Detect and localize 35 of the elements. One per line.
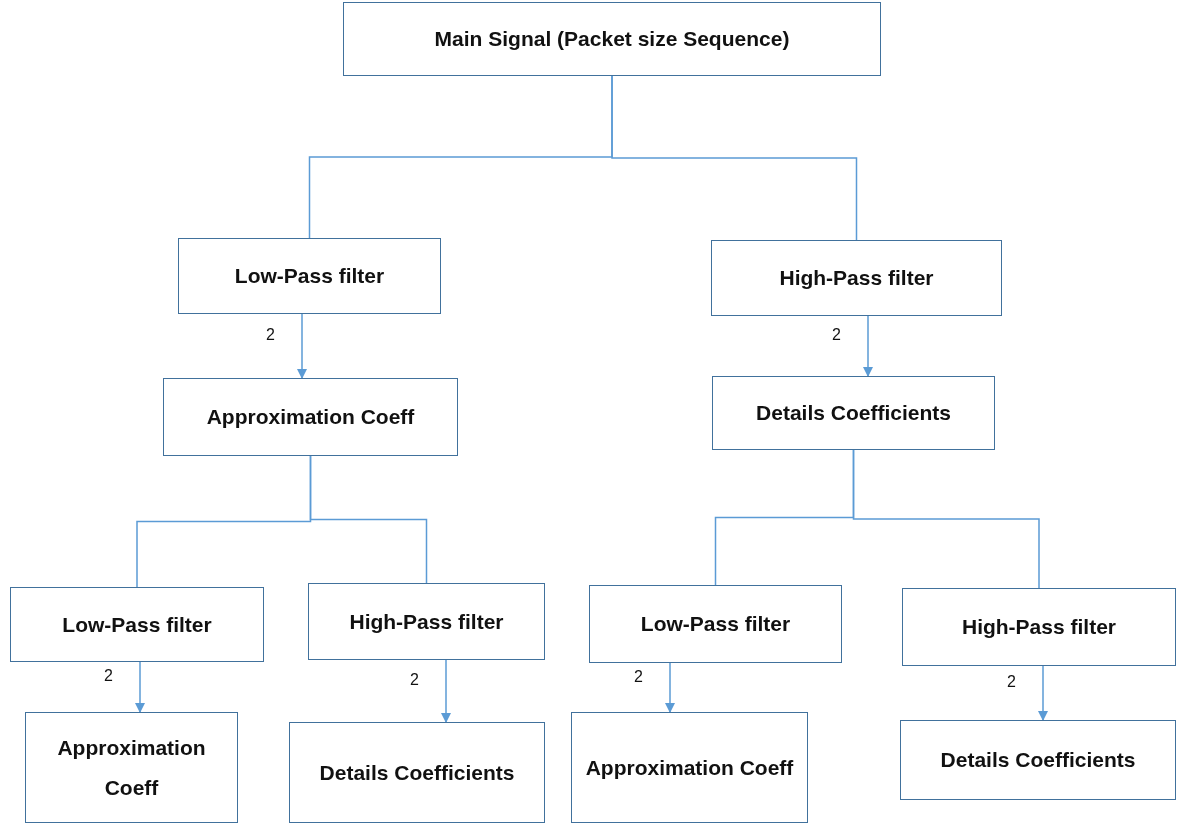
arrow [1037,665,1049,722]
box-label: High-Pass filter [961,614,1116,641]
box-label: Main Signal (Packet size Sequence) [434,26,790,53]
process-box [711,240,1002,316]
process-box [25,712,238,823]
arrow [134,661,146,714]
arrow [862,315,874,378]
box-label: Approximation Coeff [585,754,794,781]
process-box [571,712,808,823]
arrow [664,662,676,714]
box-label: Details Coefficients [756,400,951,427]
process-box [289,722,545,823]
process-box [178,238,441,314]
process-box [10,587,264,662]
process-box [712,376,995,450]
process-box [343,2,881,76]
process-box [163,378,458,456]
connector-line [611,75,858,241]
box-label: Details Coefficients [319,759,515,786]
box-label: Low-Pass filter [62,611,212,638]
connector-line [852,449,1040,589]
process-box [902,588,1176,666]
box-label: High-Pass filter [779,265,934,292]
box-label: Details Coefficients [940,747,1136,774]
connector-line [309,455,428,584]
arrow [296,313,308,380]
process-box [308,583,545,660]
box-label: Approximation Coeff [206,404,415,431]
arrow [440,659,452,724]
box-label: Low-Pass filter [640,611,791,638]
process-box [900,720,1176,800]
box-label: Low-Pass filter [234,263,385,290]
process-box [589,585,842,663]
box-label: High-Pass filter [349,608,504,635]
box-label: Approximation Coeff [56,734,207,801]
